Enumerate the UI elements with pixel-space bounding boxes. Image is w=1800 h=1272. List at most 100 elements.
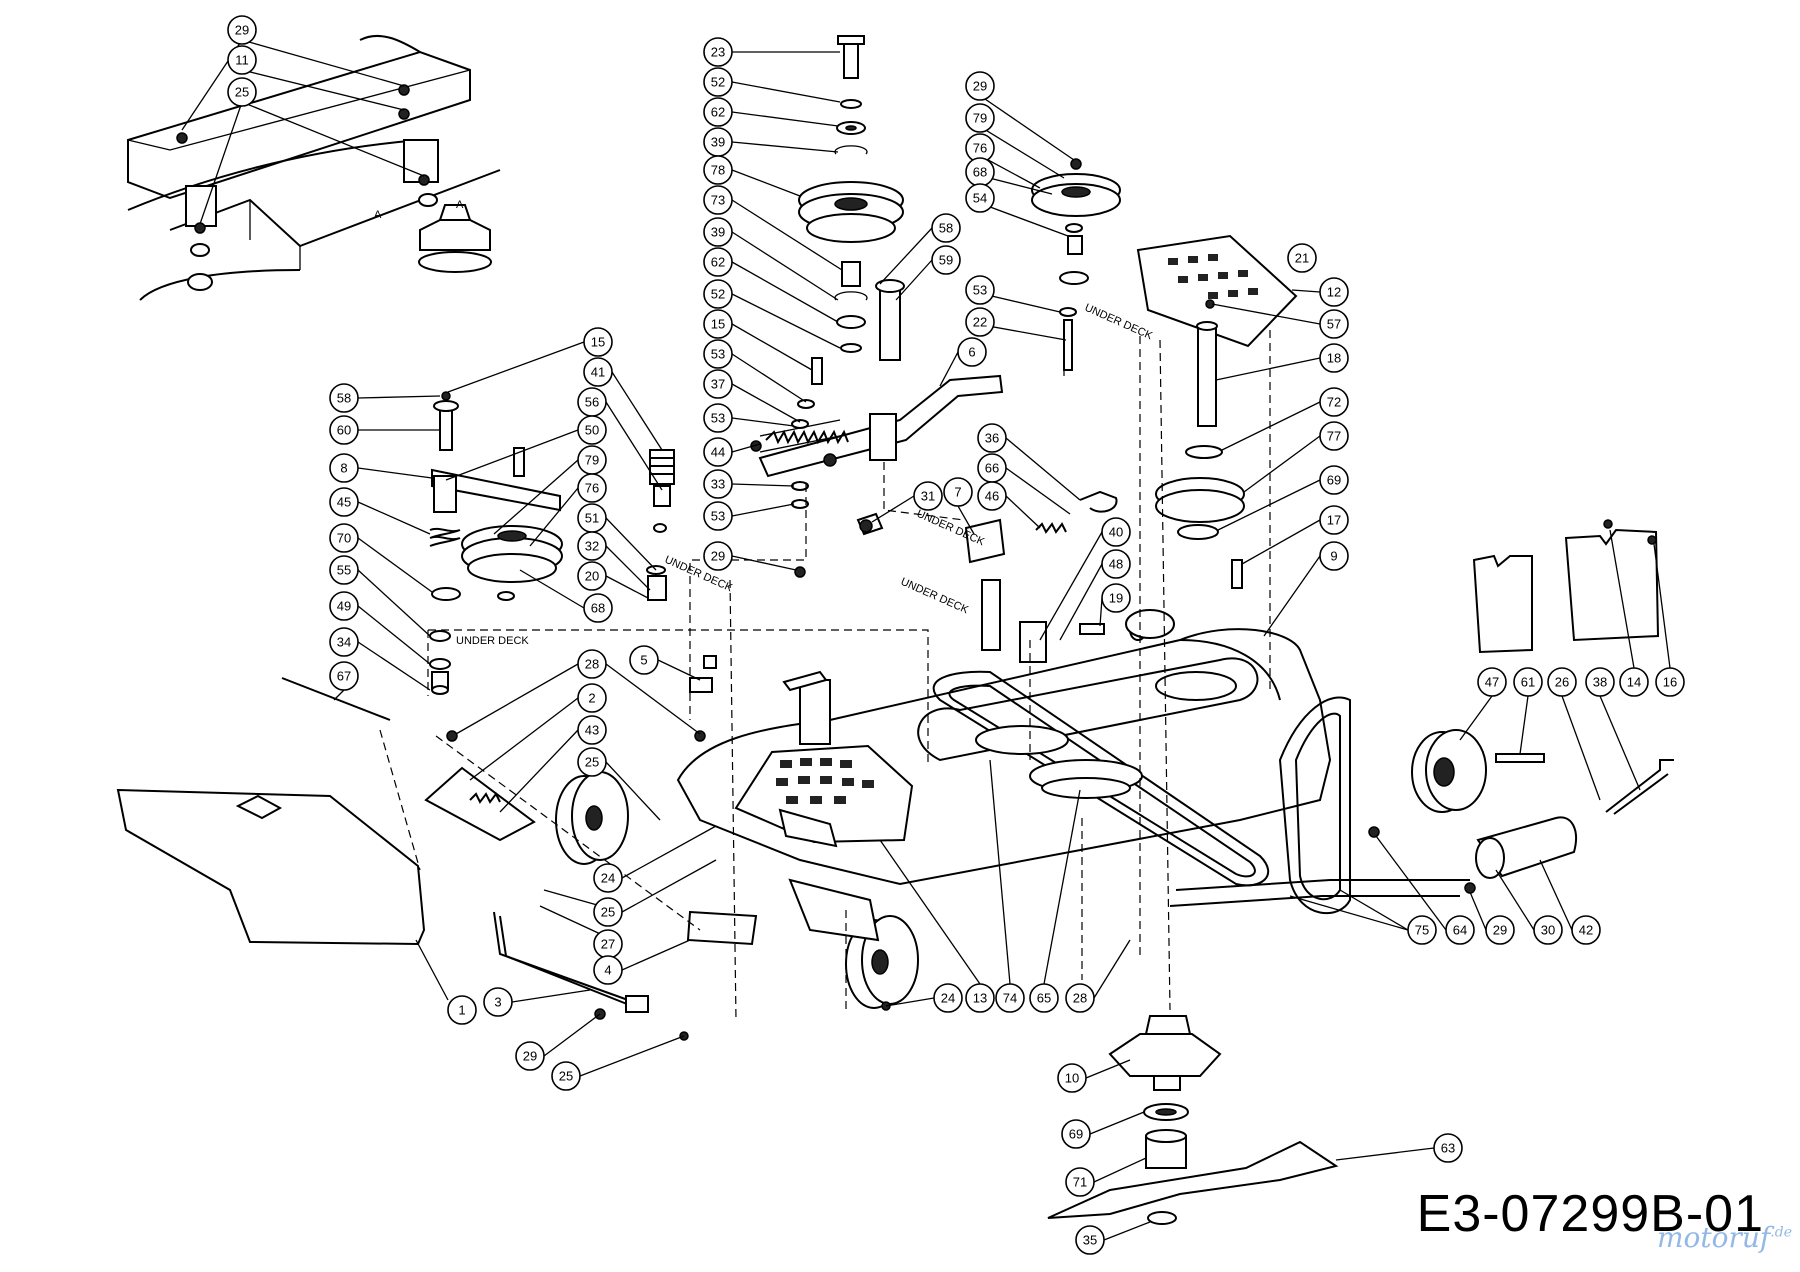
callout-53: 53	[703, 403, 733, 433]
callout-number: 45	[337, 495, 351, 510]
callout-35: 35	[1075, 1225, 1105, 1255]
callout-27: 27	[593, 929, 623, 959]
callout-number: 73	[711, 193, 725, 208]
callout-55: 55	[329, 555, 359, 585]
callout-number: 74	[1003, 991, 1017, 1006]
callout-circle	[703, 67, 733, 97]
callout-number: 44	[711, 445, 725, 460]
callout-circle	[577, 649, 607, 679]
callout-number: 67	[337, 669, 351, 684]
callout-number: 57	[1327, 317, 1341, 332]
callout-60: 60	[329, 415, 359, 445]
callout-25: 25	[577, 747, 607, 777]
callout-68: 68	[583, 593, 613, 623]
callout-number: 24	[941, 991, 955, 1006]
callout-circle	[1619, 667, 1649, 697]
callout-number: 62	[711, 255, 725, 270]
callout-circle	[583, 593, 613, 623]
callout-circle	[965, 983, 995, 1013]
callout-39: 39	[703, 217, 733, 247]
callout-25: 25	[551, 1061, 581, 1091]
callout-33: 33	[703, 469, 733, 499]
callout-circle	[583, 327, 613, 357]
callout-22: 22	[965, 307, 995, 337]
watermark-brand: motoruf	[1656, 1221, 1771, 1254]
callout-circle	[515, 1041, 545, 1071]
callout-32: 32	[577, 531, 607, 561]
callout-number: 32	[585, 539, 599, 554]
callout-number: 61	[1521, 675, 1535, 690]
callout-52: 52	[703, 67, 733, 97]
callout-number: 23	[711, 45, 725, 60]
callout-number: 24	[601, 871, 615, 886]
callout-number: 19	[1109, 591, 1123, 606]
callout-circle	[933, 983, 963, 1013]
callout-number: 68	[591, 601, 605, 616]
callout-31: 31	[913, 481, 943, 511]
callout-76: 76	[965, 133, 995, 163]
callout-circle	[1407, 915, 1437, 945]
callout-number: 75	[1415, 923, 1429, 938]
callout-circle	[703, 501, 733, 531]
callout-group: 2911252352623978733962521553375344335329…	[227, 15, 1685, 1255]
callout-circle	[1655, 667, 1685, 697]
callout-6: 6	[957, 337, 987, 367]
callout-circle	[703, 247, 733, 277]
callout-circle	[593, 863, 623, 893]
callout-number: 65	[1037, 991, 1051, 1006]
callout-number: 78	[711, 163, 725, 178]
callout-number: 29	[523, 1049, 537, 1064]
callout-79: 79	[965, 103, 995, 133]
callout-number: 49	[337, 599, 351, 614]
callout-circle	[1057, 1063, 1087, 1093]
callout-number: 8	[340, 461, 347, 476]
callout-circle	[577, 561, 607, 591]
callout-number: 21	[1295, 251, 1309, 266]
callout-47: 47	[1477, 667, 1507, 697]
callout-circle	[551, 1061, 581, 1091]
callout-number: 53	[711, 509, 725, 524]
callout-number: 5	[640, 653, 647, 668]
callout-57: 57	[1319, 309, 1349, 339]
callout-4: 4	[593, 955, 623, 985]
callout-54: 54	[965, 183, 995, 213]
callout-circle	[943, 477, 973, 507]
callout-circle	[577, 415, 607, 445]
callout-circle	[965, 307, 995, 337]
callout-number: 42	[1579, 923, 1593, 938]
callout-number: 29	[711, 549, 725, 564]
callout-number: 25	[585, 755, 599, 770]
callout-circle	[1065, 1167, 1095, 1197]
callout-circle	[577, 531, 607, 561]
callout-56: 56	[577, 387, 607, 417]
callout-circle	[1101, 549, 1131, 579]
callout-36: 36	[977, 423, 1007, 453]
callout-58: 58	[931, 213, 961, 243]
callout-number: 54	[973, 191, 987, 206]
callout-number: 41	[591, 365, 605, 380]
callout-number: 25	[559, 1069, 573, 1084]
callout-78: 78	[703, 155, 733, 185]
inset-mark-a: A	[374, 209, 382, 221]
callout-circle	[965, 71, 995, 101]
callout-circle	[965, 183, 995, 213]
callout-circle	[977, 423, 1007, 453]
inset-mark-a-2: A	[456, 199, 464, 211]
callout-number: 52	[711, 287, 725, 302]
callout-number: 53	[711, 347, 725, 362]
callout-74: 74	[995, 983, 1025, 1013]
callout-circle	[1101, 583, 1131, 613]
callout-number: 15	[711, 317, 725, 332]
callout-circle	[1485, 915, 1515, 945]
callout-number: 47	[1485, 675, 1499, 690]
callout-number: 58	[337, 391, 351, 406]
callout-number: 36	[985, 431, 999, 446]
callout-15: 15	[703, 309, 733, 339]
callout-62: 62	[703, 97, 733, 127]
callout-number: 58	[939, 221, 953, 236]
mower-deck	[116, 490, 1674, 1041]
callout-number: 39	[711, 135, 725, 150]
callout-16: 16	[1655, 667, 1685, 697]
callout-number: 52	[711, 75, 725, 90]
callout-number: 72	[1327, 395, 1341, 410]
